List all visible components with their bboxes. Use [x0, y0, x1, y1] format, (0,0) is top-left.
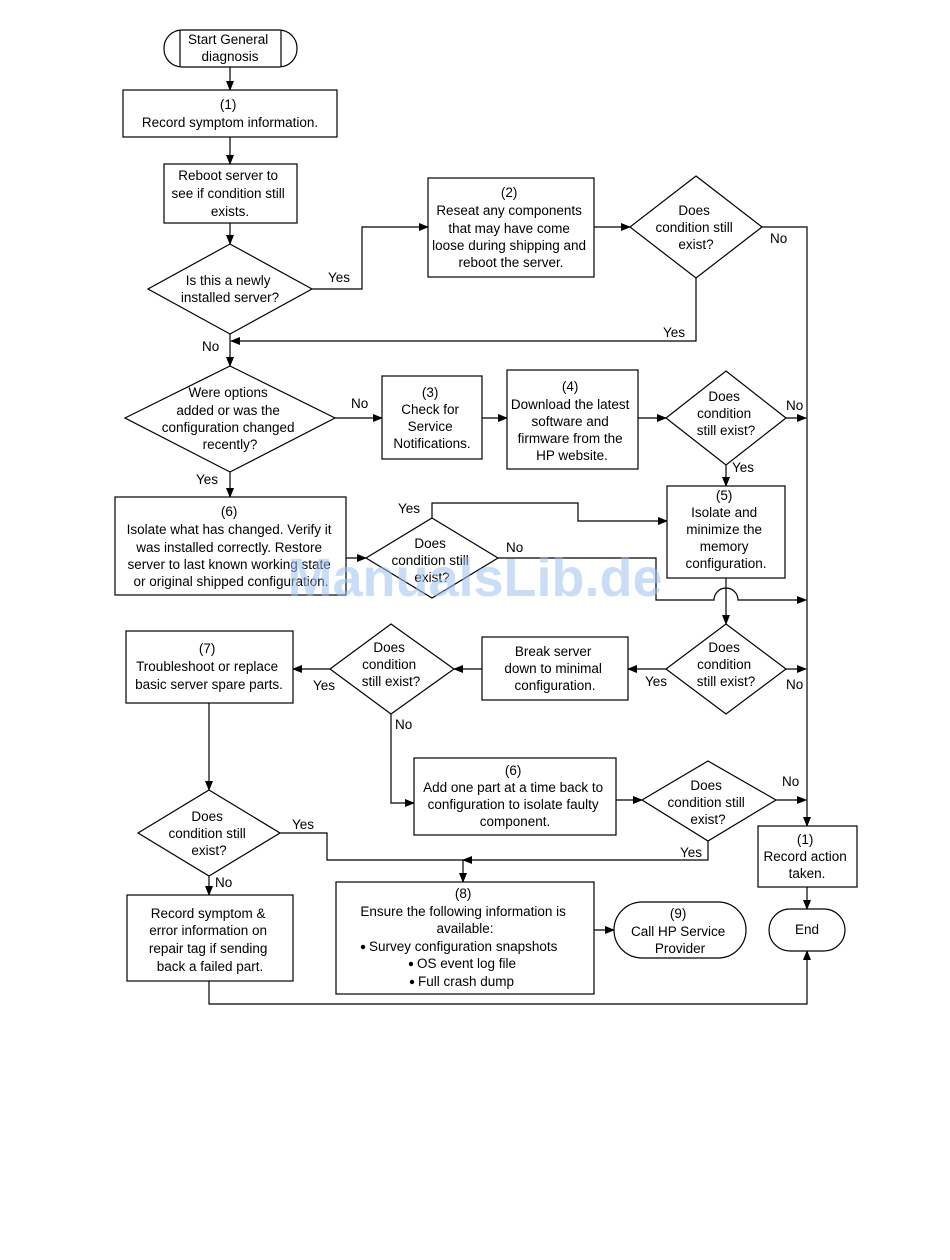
node-dec-add: [640, 760, 778, 842]
edge-main-no-line: [762, 226, 811, 827]
text-record-symptom: (1) Record symptom information.: [142, 97, 318, 130]
bullet-item: Survey configuration snapshots: [369, 939, 558, 954]
node-dec-download: [665, 370, 787, 466]
text-start: Start General diagnosis: [188, 32, 272, 64]
watermark: ManualsLib.de: [287, 548, 662, 608]
edge-add-decision-yes: [462, 841, 709, 864]
node-dec-memory: [665, 623, 787, 715]
node-record-symptom: [122, 89, 338, 138]
label-yes: Yes: [328, 270, 350, 285]
label-yes: Yes: [313, 678, 335, 693]
text-dec-add: Does condition still exist?: [667, 778, 748, 827]
bullet-dot: [409, 979, 415, 985]
text-reboot: Reboot server to see if condition still …: [171, 168, 288, 219]
text-reseat: (2) Reseat any components that may have …: [432, 185, 590, 270]
edge-labels: Yes No No Yes No No Yes Yes Yes No Yes Y…: [196, 231, 803, 890]
node-isolate-changed: [114, 496, 347, 596]
edge-isolate-decision-yes: [431, 502, 668, 525]
text-download: (4) Download the latest software and fir…: [511, 379, 633, 463]
text-troubleshoot: (7) Troubleshoot or replace basic server…: [135, 641, 283, 692]
bullet-item: OS event log file: [417, 956, 516, 971]
node-add-part: [413, 757, 617, 836]
edge-reseat-decision-yes: [230, 278, 697, 345]
edge-newly-yes-to-reseat: [312, 223, 429, 290]
text-options-added: Were options added or was the configurat…: [162, 385, 299, 452]
node-dec-troubleshoot: [136, 789, 282, 877]
node-break-server: [481, 636, 629, 701]
bullet-item: Full crash dump: [418, 974, 514, 989]
label-yes: Yes: [663, 325, 685, 340]
label-no: No: [782, 774, 799, 789]
node-reboot: [163, 163, 298, 224]
label-yes: Yes: [398, 501, 420, 516]
text-end: End: [795, 922, 819, 937]
node-download: [506, 369, 639, 470]
text-check-notifications: (3) Check for Service Notifications.: [393, 385, 470, 451]
text-call-hp: (9) Call HP Service Provider: [631, 906, 729, 956]
label-no: No: [786, 398, 803, 413]
text-dec-troubleshoot: Does condition still exist?: [168, 809, 249, 858]
label-no: No: [202, 339, 219, 354]
text-dec-download: Does condition still exist?: [697, 389, 756, 438]
text-add-part: (6) Add one part at a time back to confi…: [423, 763, 607, 829]
node-options-added: [123, 365, 337, 473]
node-troubleshoot: [125, 630, 294, 704]
node-isolate-memory: [666, 485, 786, 579]
edge-isolate-decision-no: [498, 557, 807, 604]
label-no: No: [506, 540, 523, 555]
node-call-hp: [613, 901, 747, 959]
ensure-bullet-list: Survey configuration snapshots OS event …: [360, 939, 558, 989]
edge-record-tag-to-end: [208, 950, 811, 1005]
label-yes: Yes: [196, 472, 218, 487]
label-yes: Yes: [680, 845, 702, 860]
text-ensure-info: (8) Ensure the following information is …: [360, 886, 569, 936]
label-no: No: [770, 231, 787, 246]
label-yes: Yes: [645, 674, 667, 689]
connectors: [205, 67, 811, 1005]
label-no: No: [351, 396, 368, 411]
node-dec-break: [328, 623, 456, 715]
text-dec-reseat: Does condition still exist?: [655, 203, 736, 252]
edge-break-decision-no: [390, 714, 415, 807]
label-no: No: [215, 875, 232, 890]
node-reseat: [427, 177, 595, 278]
label-no: No: [786, 677, 803, 692]
node-end: [768, 908, 846, 952]
label-no: No: [395, 717, 412, 732]
text-record-action: (1) Record action taken.: [763, 832, 850, 881]
node-record-tag: [126, 894, 294, 982]
text-newly-installed: Is this a newly installed server?: [181, 273, 279, 305]
label-yes: Yes: [732, 460, 754, 475]
text-dec-memory: Does condition still exist?: [697, 640, 756, 689]
text-break-server: Break server down to minimal configurati…: [504, 644, 605, 693]
node-newly-installed: [146, 243, 314, 335]
node-start: [163, 29, 298, 68]
text-dec-isolate: Does condition still exist?: [391, 536, 472, 585]
bullet-dot: [408, 961, 414, 967]
node-check-notifications: [381, 375, 483, 460]
text-record-tag: Record symptom & error information on re…: [149, 906, 271, 974]
text-isolate-changed: (6) Isolate what has changed. Verify it …: [127, 504, 336, 589]
label-yes: Yes: [292, 817, 314, 832]
node-dec-isolate: [364, 517, 500, 599]
edge-troubleshoot-decision-yes: [280, 832, 467, 883]
text-isolate-memory: (5) Isolate and minimize the memory conf…: [685, 488, 766, 571]
bullet-dot: [360, 944, 366, 950]
text-dec-break: Does condition still exist?: [362, 640, 421, 689]
node-record-action: [757, 825, 858, 888]
node-dec-reseat: [629, 175, 763, 279]
node-ensure-info: [335, 881, 595, 995]
